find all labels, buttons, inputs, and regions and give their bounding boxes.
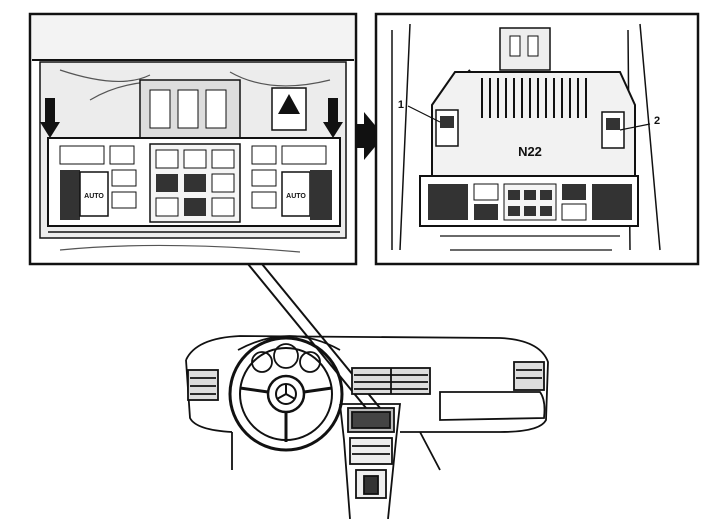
arrow-down-icon [40, 98, 60, 138]
callout-1: 1 [398, 99, 404, 111]
auto-button-left-label: AUTO [84, 193, 104, 200]
auto-button-right-label: AUTO [286, 193, 306, 200]
dashboard-drawing [185, 335, 549, 519]
mercedes-star-icon [275, 383, 297, 405]
control-panel-inset: AUTO AUTO [28, 12, 358, 266]
hazard-triangle-icon [278, 94, 300, 114]
ecu-module-inset: N22 1 2 [374, 12, 700, 266]
ecu-label: N22 [518, 144, 542, 159]
callout-2: 2 [654, 115, 660, 127]
arrow-right-icon [356, 112, 384, 160]
arrow-down-icon [323, 98, 343, 138]
